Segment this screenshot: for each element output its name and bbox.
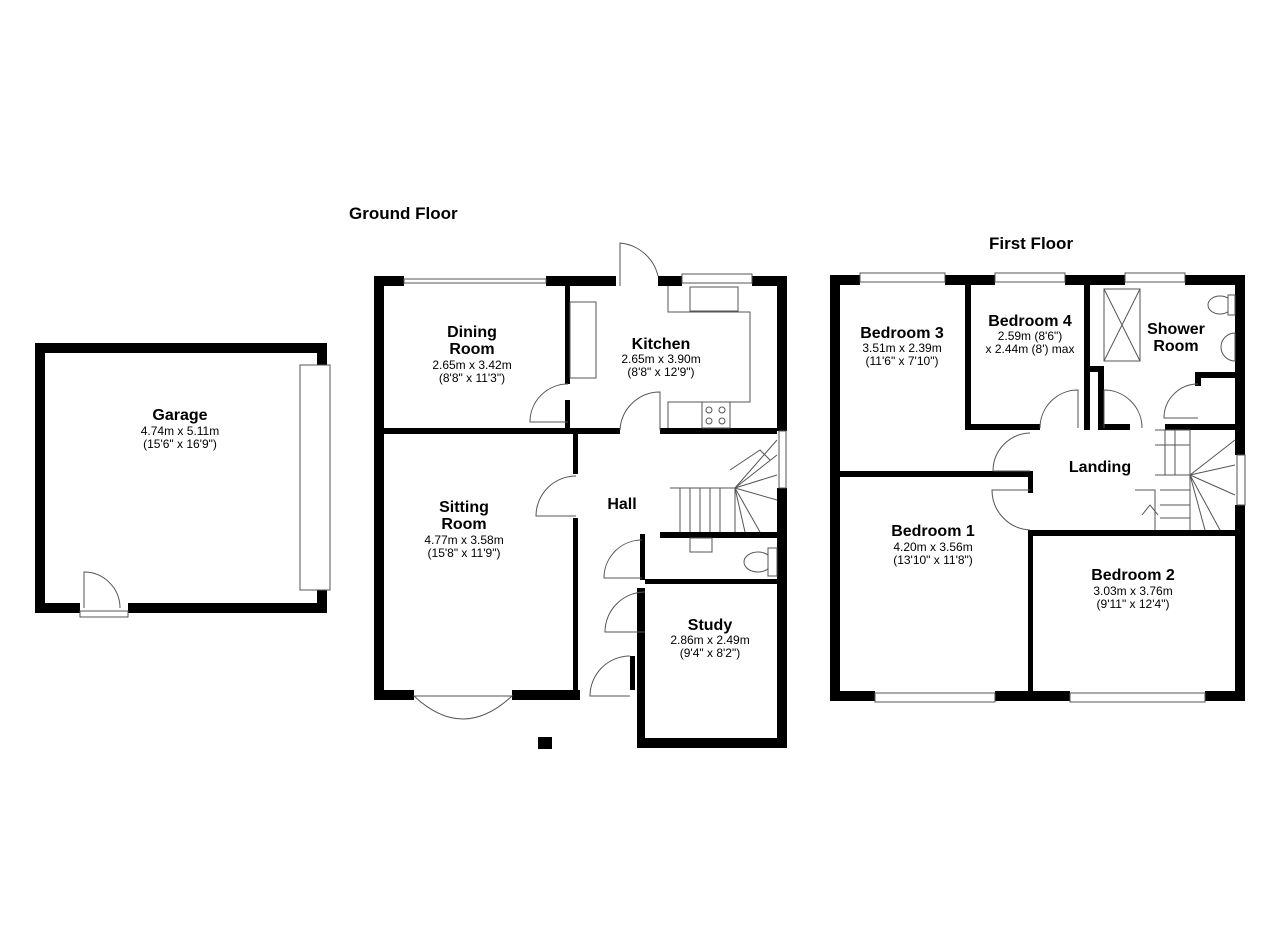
kitchen-metric: 2.65m x 3.90m <box>621 352 700 366</box>
bedroom1-imperial: (13'10" x 11'8") <box>893 553 973 567</box>
wc-basin-icon <box>689 537 713 553</box>
landing-window <box>1236 454 1246 506</box>
ground-floor-title: Ground Floor <box>349 204 458 223</box>
bedroom4-door-swing <box>1039 389 1079 429</box>
kitchen-hob-icon <box>701 401 731 429</box>
dining-metric: 2.65m x 3.42m <box>432 358 511 372</box>
sitting-name-1: Sitting <box>439 499 489 516</box>
garage-imperial: (15'6" x 16'9") <box>143 437 217 451</box>
hall-window <box>778 430 787 489</box>
kitchen-imperial: (8'8" x 12'9") <box>627 365 694 379</box>
bedroom1-window <box>874 692 996 703</box>
airing-cupboard-door-swing <box>1163 383 1199 419</box>
bedroom2-name: Bedroom 2 <box>1091 567 1175 584</box>
kitchen-window <box>681 273 753 284</box>
shower-basin-icon <box>1220 332 1236 362</box>
bedroom1-name: Bedroom 1 <box>891 523 975 540</box>
study-imperial: (9'4" x 8'2") <box>680 646 740 660</box>
landing-balustrade <box>1135 489 1156 530</box>
garage-door-swing <box>83 571 121 609</box>
kitchen-back-door-swing <box>619 242 659 286</box>
sitting-metric: 4.77m x 3.58m <box>424 533 503 547</box>
ground-floor-plan <box>374 242 787 749</box>
bedroom4-dim-2: x 2.44m (8') max <box>986 342 1075 356</box>
hall-name: Hall <box>607 496 636 513</box>
porch-post <box>538 737 552 749</box>
bedroom3-imperial: (11'6" x 7'10") <box>866 354 939 368</box>
garage-name: Garage <box>152 407 207 424</box>
bedroom4-name: Bedroom 4 <box>988 313 1072 330</box>
kitchen-sink-icon <box>689 286 739 312</box>
shower-name-2: Room <box>1153 338 1198 355</box>
dining-imperial: (8'8" x 11'3") <box>439 371 505 385</box>
sitting-door-swing <box>535 475 577 517</box>
dining-patio-door <box>403 278 547 284</box>
dining-name-1: Dining <box>447 324 497 341</box>
kitchen-worktop <box>667 286 751 428</box>
bedroom2-window <box>1069 692 1206 703</box>
kitchen-door-swing <box>619 391 661 431</box>
study-name: Study <box>688 617 733 634</box>
sitting-imperial: (15'8" x 11'9") <box>428 546 501 560</box>
landing-name: Landing <box>1069 459 1131 476</box>
dining-door-swing <box>529 383 569 423</box>
study-door-swing <box>604 591 646 633</box>
bedroom4-window <box>994 272 1066 283</box>
first-floor-plan <box>830 272 1246 703</box>
shower-door-swing <box>1103 389 1143 429</box>
shower-window <box>1124 272 1186 283</box>
sitting-name-2: Room <box>441 516 486 533</box>
bedroom3-window <box>859 272 946 283</box>
bedroom4-dim-1: 2.59m (8'6") <box>998 329 1063 343</box>
sitting-bay-window <box>412 695 514 720</box>
garage-plan <box>35 343 331 618</box>
shower-name-1: Shower <box>1147 321 1205 338</box>
first-stairs <box>1141 429 1236 531</box>
garage-metric: 4.74m x 5.11m <box>141 424 219 438</box>
garage-side-door-threshold <box>79 610 129 618</box>
ground-stairs <box>670 439 778 533</box>
bedroom3-name: Bedroom 3 <box>860 325 944 342</box>
bedroom3-door-swing <box>992 432 1031 472</box>
bedroom2-imperial: (9'11" x 12'4") <box>1097 597 1170 611</box>
bedroom1-door-swing <box>991 489 1031 531</box>
dining-name-2: Room <box>449 341 494 358</box>
first-floor-title: First Floor <box>989 234 1073 253</box>
study-metric: 2.86m x 2.49m <box>670 633 749 647</box>
bedroom3-metric: 3.51m x 2.39m <box>862 341 941 355</box>
front-door-swing <box>589 655 631 697</box>
bedroom1-metric: 4.20m x 3.56m <box>893 540 972 554</box>
garage-door <box>299 364 331 591</box>
bedroom2-metric: 3.03m x 3.76m <box>1093 584 1172 598</box>
wc-door-swing <box>603 539 643 579</box>
dining-cupboard <box>569 301 597 379</box>
kitchen-name: Kitchen <box>632 336 691 353</box>
